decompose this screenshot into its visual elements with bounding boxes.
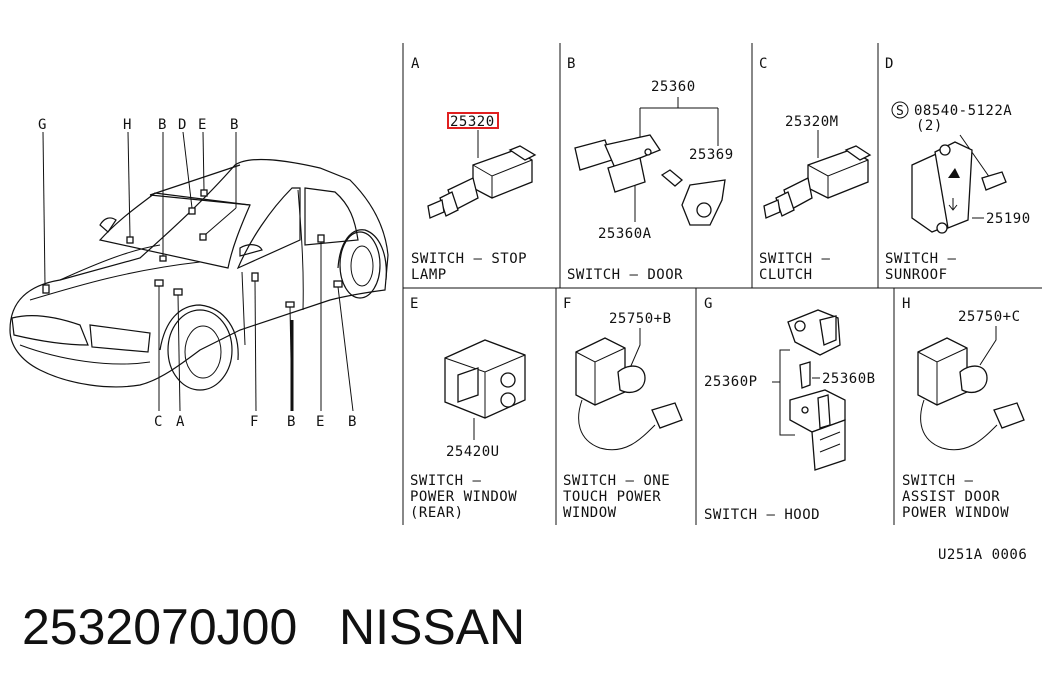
panel-e-caption-2: POWER WINDOW (410, 489, 517, 505)
panel-g-letter: G (704, 296, 713, 312)
part-25190: 25190 (986, 211, 1031, 227)
panel-f-caption-3: WINDOW (563, 505, 617, 521)
car-label-a: A (176, 414, 185, 430)
panel-a: A 25320 SWITCH – STOP LAMP (411, 56, 537, 283)
panel-f-caption-1: SWITCH – ONE (563, 473, 670, 489)
panel-e-letter: E (410, 296, 419, 312)
panel-a-caption-1: SWITCH – STOP (411, 251, 527, 267)
car-label-h: H (123, 117, 132, 133)
car-label-b-top: B (158, 117, 167, 133)
panel-g: G 25360B 25360P SWITCH – HOOD (704, 296, 876, 523)
part-25750c: 25750+C (958, 309, 1021, 325)
panel-c: C 25320M SWITCH – CLUTCH (759, 56, 872, 283)
panel-h-caption-2: ASSIST DOOR (902, 489, 1000, 505)
panel-d-caption-2: SUNROOF (885, 267, 948, 283)
panel-h-caption-3: POWER WINDOW (902, 505, 1009, 521)
panel-a-letter: A (411, 56, 420, 72)
panel-f-letter: F (563, 296, 572, 312)
highlight-box (447, 112, 499, 129)
diagram-code: U251A 0006 (938, 547, 1027, 563)
part-25320: 25320 (450, 114, 495, 130)
car-label-g: G (38, 117, 47, 133)
panel-c-caption-1: SWITCH – (759, 251, 831, 267)
panel-grid (402, 43, 1042, 525)
car-label-e-top: E (198, 117, 207, 133)
part-25360b: 25360B (822, 371, 876, 387)
panel-d-caption-1: SWITCH – (885, 251, 957, 267)
panel-h-caption-1: SWITCH – (902, 473, 974, 489)
panel-e-caption-3: (REAR) (410, 505, 464, 521)
panel-h: H 25750+C SWITCH – ASSIST DOOR POWER WIN… (902, 296, 1025, 521)
car-illustration (9, 131, 389, 412)
panel-b-caption-1: SWITCH – DOOR (567, 267, 683, 283)
part-25360a: 25360A (598, 226, 652, 242)
panel-c-caption-2: CLUTCH (759, 267, 813, 283)
panel-c-letter: C (759, 56, 768, 72)
panel-e: E 25420U SWITCH – POWER WINDOW (REAR) (410, 296, 526, 521)
panel-d-letter: D (885, 56, 894, 72)
car-label-c: C (154, 414, 163, 430)
brand-name: NISSAN (338, 599, 526, 655)
part-25360: 25360 (651, 79, 696, 95)
part-25750b: 25750+B (609, 311, 672, 327)
car-label-e-bottom: E (316, 414, 325, 430)
footer-part-number: 2532070J00 NISSAN (22, 598, 525, 656)
part-25369: 25369 (689, 147, 734, 163)
bolt-symbol: S (896, 104, 904, 119)
part-08540-5122a: 08540-5122A (914, 103, 1012, 119)
bolt-quantity: (2) (916, 118, 943, 134)
car-label-b-bottom: B (287, 414, 296, 430)
part-25360p: 25360P (704, 374, 758, 390)
part-25320m: 25320M (785, 114, 839, 130)
panel-d: D S 08540-5122A (2) 25190 SWITCH – SUNRO… (885, 56, 1031, 283)
car-label-d: D (178, 117, 187, 133)
panel-e-caption-1: SWITCH – (410, 473, 482, 489)
panel-f-caption-2: TOUCH POWER (563, 489, 661, 505)
part-25420u: 25420U (446, 444, 500, 460)
panel-b: B 25360 25369 25360A SWITCH – DOOR (567, 56, 734, 283)
part-number: 2532070J00 (22, 599, 298, 655)
panel-h-letter: H (902, 296, 911, 312)
car-label-b-top-2: B (230, 117, 239, 133)
car-label-b-bottom-2: B (348, 414, 357, 430)
panel-g-caption-1: SWITCH – HOOD (704, 507, 820, 523)
car-label-f: F (250, 414, 259, 430)
panel-f: F 25750+B SWITCH – ONE TOUCH POWER WINDO… (563, 296, 683, 521)
panel-a-caption-2: LAMP (411, 267, 447, 283)
panel-b-letter: B (567, 56, 576, 72)
